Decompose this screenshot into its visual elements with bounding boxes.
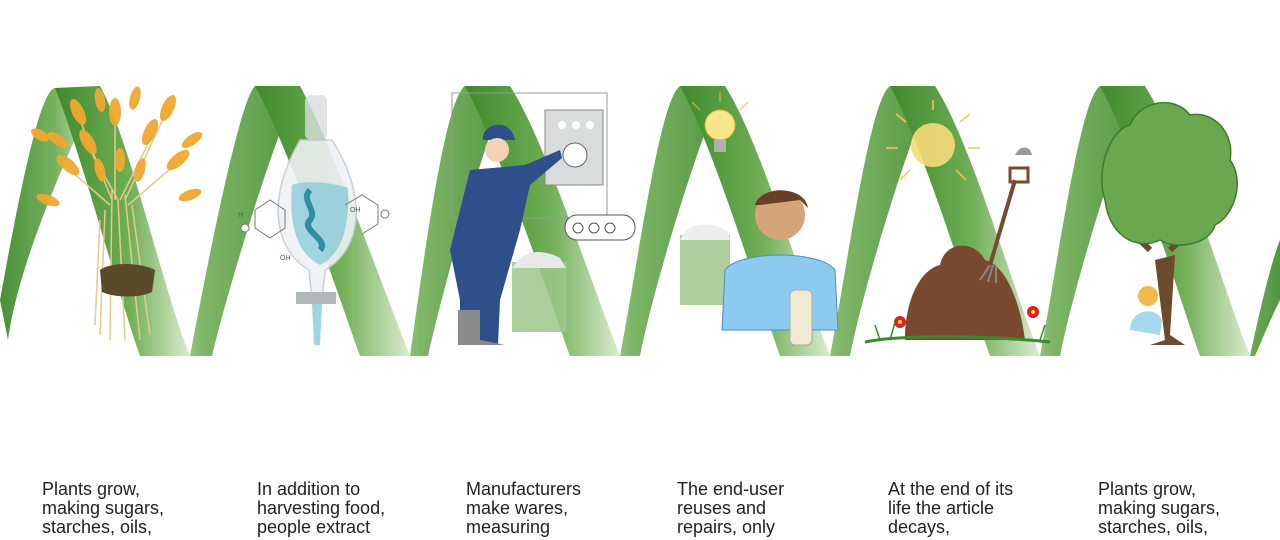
caption-panel-1: Plants grow, making sugars, starches, oi… [42, 479, 165, 537]
caption-panel-5: At the end of its life the article decay… [888, 479, 1014, 537]
caption-panel-3: Manufacturers make wares, measuring [466, 479, 582, 537]
caption-panel-4: The end-user reuses and repairs, only [677, 479, 785, 537]
separatory-funnel-illustration: H OH OH [238, 95, 390, 345]
compost-decay-illustration [864, 100, 1051, 344]
molecule-diagram [240, 194, 390, 239]
molecule-label-oh-1: OH [280, 255, 291, 262]
wheat-sheaf-illustration [30, 86, 203, 341]
caption-panel-2: In addition to harvesting food, people e… [257, 479, 386, 537]
caption-panel-6: Plants grow, making sugars, starches, oi… [1098, 479, 1221, 537]
molecule-label-h: H [238, 212, 243, 219]
factory-worker-illustration [450, 92, 636, 345]
molecule-label-oh-2: OH [350, 207, 361, 214]
tree-illustration [1101, 101, 1238, 345]
green-ribbon [0, 86, 1280, 356]
end-user-illustration [680, 92, 839, 346]
